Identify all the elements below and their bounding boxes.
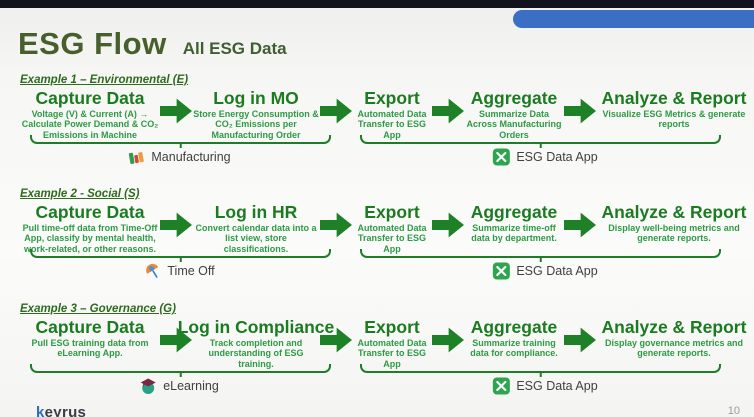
step-desc: Display governance metrics and generate … xyxy=(604,338,744,359)
step-title: Aggregate xyxy=(470,88,558,108)
manufacturing-icon xyxy=(127,148,145,166)
bracket-tick xyxy=(539,141,542,148)
step-title: Analyze & Report xyxy=(601,317,747,337)
step-desc: Pull time-off data from Time-Off App, cl… xyxy=(22,223,158,254)
step-desc: Pull ESG training data from eLearning Ap… xyxy=(31,338,149,359)
example-heading: Example 3 – Governance (G) xyxy=(20,303,176,315)
bracket xyxy=(360,134,721,148)
bracket xyxy=(360,248,721,262)
flow-step-log-in-hr: Log in HR Convert calendar data into a l… xyxy=(192,202,320,254)
bracket-label-time-off: Time Off xyxy=(143,262,215,280)
step-title: Log in MO xyxy=(213,88,299,108)
bracket-tick xyxy=(179,141,182,148)
example-heading: Example 1 – Environmental (E) xyxy=(20,74,189,86)
flow-step-aggregate: Aggregate Summarize Data Across Manufact… xyxy=(464,88,564,140)
step-desc: Automated Data Transfer to ESG App xyxy=(357,338,427,369)
bracket-label-manufacturing: Manufacturing xyxy=(127,148,231,166)
step-desc: Voltage (V) & Current (A) → Calculate Po… xyxy=(21,109,159,140)
bracket-label-esg-data-app: ESG Data App xyxy=(492,148,598,166)
flow-step-capture-data: Capture Data Pull ESG training data from… xyxy=(20,317,160,359)
step-desc: Visualize ESG Metrics & generate reports xyxy=(602,109,746,130)
flow-row: Capture Data Voltage (V) & Current (A) →… xyxy=(0,88,754,140)
bracket-label-elearning: eLearning xyxy=(139,377,219,395)
bracket xyxy=(30,134,331,148)
step-title: Analyze & Report xyxy=(601,202,747,222)
step-title: Export xyxy=(364,88,420,108)
bracket xyxy=(360,363,721,377)
bracket-tick xyxy=(179,370,182,377)
flow-step-analyze-report: Analyze & Report Display well-being metr… xyxy=(596,202,752,244)
step-desc: Display well-being metrics and generate … xyxy=(608,223,740,244)
time-off-icon xyxy=(143,262,161,280)
flow-step-aggregate: Aggregate Summarize training data for co… xyxy=(464,317,564,359)
flow-step-log-in-compliance: Log in Compliance Track completion and u… xyxy=(178,317,335,369)
logo-letter-k: k xyxy=(36,404,45,417)
bracket xyxy=(30,363,331,377)
step-desc: Track completion and understanding of ES… xyxy=(208,338,304,369)
example-social-section: Example 2 - Social (S) Capture Data Pull… xyxy=(0,188,754,285)
step-title: Capture Data xyxy=(35,88,145,108)
flow-row: Capture Data Pull time-off data from Tim… xyxy=(0,202,754,254)
bracket-tick xyxy=(179,255,182,262)
flow-row: Capture Data Pull ESG training data from… xyxy=(0,317,754,369)
bracket-label-text: ESG Data App xyxy=(516,263,598,278)
step-desc: Summarize training data for compliance. xyxy=(470,338,558,359)
step-desc: Summarize time-off data by department. xyxy=(471,223,557,244)
step-title: Aggregate xyxy=(470,202,558,222)
esg-data-app-icon xyxy=(492,262,510,280)
step-desc: Store Energy Consumption & CO₂ Emissions… xyxy=(193,109,319,140)
elearning-icon xyxy=(139,377,157,395)
step-desc: Automated Data Transfer to ESG App xyxy=(357,223,427,254)
flow-step-capture-data: Capture Data Pull time-off data from Tim… xyxy=(20,202,160,254)
bracket-zone: Manufacturing ESG Data App xyxy=(0,134,754,171)
step-title: Export xyxy=(364,317,420,337)
keyrus-logo: keyrus xyxy=(36,404,86,417)
example-heading: Example 2 - Social (S) xyxy=(20,188,140,200)
bracket-label-text: Manufacturing xyxy=(151,149,231,164)
step-title: Log in HR xyxy=(214,202,298,222)
step-title: Capture Data xyxy=(35,202,145,222)
bracket-tick xyxy=(539,255,542,262)
page-title: ESG Flow xyxy=(18,26,167,61)
step-title: Analyze & Report xyxy=(601,88,747,108)
step-title: Aggregate xyxy=(470,317,558,337)
flow-step-export: Export Automated Data Transfer to ESG Ap… xyxy=(352,317,432,369)
slide-header: ESG Flow All ESG Data xyxy=(18,26,287,62)
bracket-label-esg-data-app: ESG Data App xyxy=(492,377,598,395)
flow-step-analyze-report: Analyze & Report Display governance metr… xyxy=(596,317,752,359)
window-top-bar xyxy=(0,0,754,8)
blue-accent-bar xyxy=(513,10,754,28)
flow-step-analyze-report: Analyze & Report Visualize ESG Metrics &… xyxy=(596,88,752,130)
bracket-tick xyxy=(539,370,542,377)
step-title: Export xyxy=(364,202,420,222)
step-desc: Convert calendar data into a list view, … xyxy=(195,223,317,254)
step-title: Capture Data xyxy=(35,317,145,337)
flow-step-aggregate: Aggregate Summarize time-off data by dep… xyxy=(464,202,564,244)
esg-data-app-icon xyxy=(492,148,510,166)
flow-step-export: Export Automated Data Transfer to ESG Ap… xyxy=(352,202,432,254)
flow-step-log-in-mo: Log in MO Store Energy Consumption & CO₂… xyxy=(192,88,320,140)
bracket xyxy=(30,248,331,262)
bracket-label-esg-data-app: ESG Data App xyxy=(492,262,598,280)
bracket-label-text: ESG Data App xyxy=(516,378,598,393)
bracket-label-text: Time Off xyxy=(167,263,215,278)
flow-step-capture-data: Capture Data Voltage (V) & Current (A) →… xyxy=(20,88,160,140)
example-governance-section: Example 3 – Governance (G) Capture Data … xyxy=(0,303,754,400)
page-subtitle: All ESG Data xyxy=(182,39,287,58)
esg-data-app-icon xyxy=(492,377,510,395)
step-desc: Automated Data Transfer to ESG App xyxy=(357,109,427,140)
step-title: Log in Compliance xyxy=(177,317,335,337)
step-desc: Summarize Data Across Manufacturing Orde… xyxy=(466,109,562,140)
page-number: 10 xyxy=(727,405,740,417)
example-environmental-section: Example 1 – Environmental (E) Capture Da… xyxy=(0,74,754,171)
bracket-zone: eLearning ESG Data App xyxy=(0,363,754,400)
flow-step-export: Export Automated Data Transfer to ESG Ap… xyxy=(352,88,432,140)
logo-letters-rest: eyrus xyxy=(44,404,87,417)
bracket-zone: Time Off ESG Data App xyxy=(0,248,754,285)
bracket-label-text: ESG Data App xyxy=(516,149,598,164)
bracket-label-text: eLearning xyxy=(163,378,219,393)
